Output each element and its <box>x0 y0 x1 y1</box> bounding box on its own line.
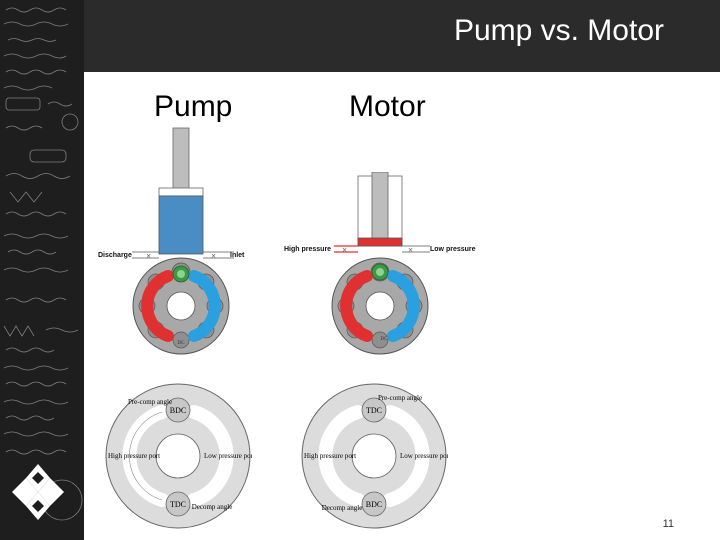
university-logo <box>12 464 64 520</box>
pump-low-pressure-slot <box>187 405 234 507</box>
motor-valve-x-left: × <box>342 245 347 255</box>
page-number: 11 <box>662 518 674 530</box>
pump-piston-head <box>158 187 204 197</box>
pump-right-port-label: Low pressure port <box>204 452 252 460</box>
pump-low-pressure-arc <box>188 270 221 342</box>
pump-shaft-bore <box>166 291 196 321</box>
motor-low-pressure-arc <box>387 270 420 342</box>
pump-fluid-chamber <box>158 195 204 255</box>
pump-precomp-label: Pre-comp angle <box>128 398 172 406</box>
pump-valve-x-left: × <box>146 251 151 261</box>
pump-discharge-label: Discharge <box>98 252 132 259</box>
motor-high-pressure-label: High pressure <box>284 246 331 253</box>
pump-heading: Pump <box>154 90 233 123</box>
motor-pressure-chamber <box>357 237 403 247</box>
motor-top-dead-center-label: TDC <box>366 406 382 415</box>
pump-center-mark: DC <box>178 341 186 346</box>
motor-heading: Motor <box>349 90 426 123</box>
pump-high-pressure-arc <box>141 270 174 342</box>
pump-left-port-label: High pressure port <box>108 452 160 460</box>
motor-precomp-label: Pre-comp angle <box>378 394 422 402</box>
motor-shaft-bore <box>365 291 395 321</box>
motor-high-pressure-arc <box>340 270 373 342</box>
motor-low-pressure-slot <box>383 405 430 507</box>
motor-right-port-label: Low pressure port <box>400 452 448 460</box>
motor-center-mark: DC <box>381 337 389 342</box>
pump-inlet-label: Inlet <box>230 252 245 259</box>
slide-title: Pump vs. Motor <box>453 14 664 47</box>
pump-port-plate: BDC TDC Pre-comp angle Decomp angle High… <box>105 383 252 529</box>
motor-piston-rod <box>371 172 389 245</box>
motor-valve-x-right: × <box>408 245 413 255</box>
pump-valve-x-right: × <box>211 251 216 261</box>
motor-schematic: × × High pressure Low pressure DC <box>284 172 476 355</box>
pump-piston-rod <box>172 127 190 191</box>
motor-bottom-dead-center-label: BDC <box>366 500 382 509</box>
chalkboard-sidebar <box>0 0 84 540</box>
chalk-scribbles-decoration <box>3 7 83 521</box>
pump-bottom-dead-center-label: TDC <box>170 500 186 509</box>
motor-high-pressure-slot <box>318 405 365 507</box>
motor-left-port-label: High pressure port <box>304 452 356 460</box>
motor-decomp-label: Decomp angle <box>322 504 363 512</box>
pump-top-dead-center-label: BDC <box>170 406 186 415</box>
motor-low-pressure-label: Low pressure <box>430 246 476 253</box>
pump-schematic: × × Discharge Inlet DC <box>98 127 245 355</box>
title-bar <box>84 0 720 72</box>
motor-port-plate: TDC BDC Pre-comp angle Decomp angle High… <box>301 383 448 529</box>
pump-decomp-label: Decomp angle <box>192 503 233 511</box>
